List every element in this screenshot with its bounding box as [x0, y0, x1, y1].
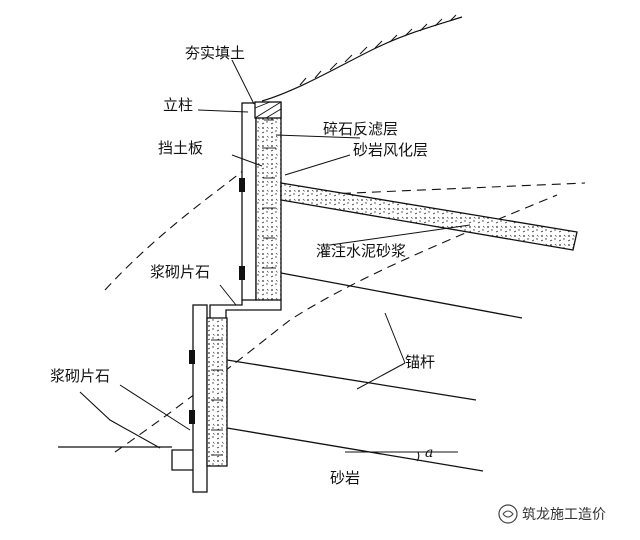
weathered-layer-boundary-upper: [104, 164, 251, 291]
upper-gravel-filter: [255, 102, 282, 301]
label-masonry-lower: 浆砌片石: [50, 367, 110, 385]
lower-footing: [171, 449, 193, 471]
watermark-text: 筑龙施工造价: [522, 507, 606, 523]
ground-slope-line: [79, 391, 161, 449]
watermark-logo-icon: [498, 504, 518, 524]
anchor-heads: [189, 178, 245, 424]
slope-hatching: [299, 14, 457, 86]
label-column: 立柱: [163, 96, 193, 114]
lower-column: [192, 304, 208, 493]
label-gravel-filter: 碎石反滤层: [323, 120, 398, 138]
lower-gravel-filter: [206, 317, 228, 467]
anchor-lower: [226, 427, 484, 472]
label-anchor: 锚杆: [405, 353, 435, 371]
label-retaining-plate: 挡土板: [158, 139, 203, 157]
angle-arc: [416, 451, 420, 462]
anchor-mid: [226, 359, 477, 401]
leader-lines: [119, 59, 471, 431]
label-sandstone-weathered: 砂岩风化层: [353, 141, 428, 159]
upper-cap-hatch: [254, 101, 282, 119]
label-masonry-upper: 浆砌片石: [150, 263, 210, 281]
label-compacted-fill: 夯实填土: [185, 44, 245, 62]
lower-filter-block-lines: [211, 339, 223, 456]
anchor-upper: [280, 272, 523, 319]
slope-surface-line: [261, 16, 463, 102]
label-sandstone: 砂岩: [330, 469, 360, 487]
upper-filter-block-lines: [262, 119, 276, 269]
watermark: 筑龙施工造价: [498, 504, 606, 524]
wall-step-outline: [209, 300, 282, 320]
label-cement-grout: 灌注水泥砂浆: [316, 242, 406, 260]
grouted-anchor: [280, 182, 578, 251]
label-angle: a: [425, 445, 433, 461]
